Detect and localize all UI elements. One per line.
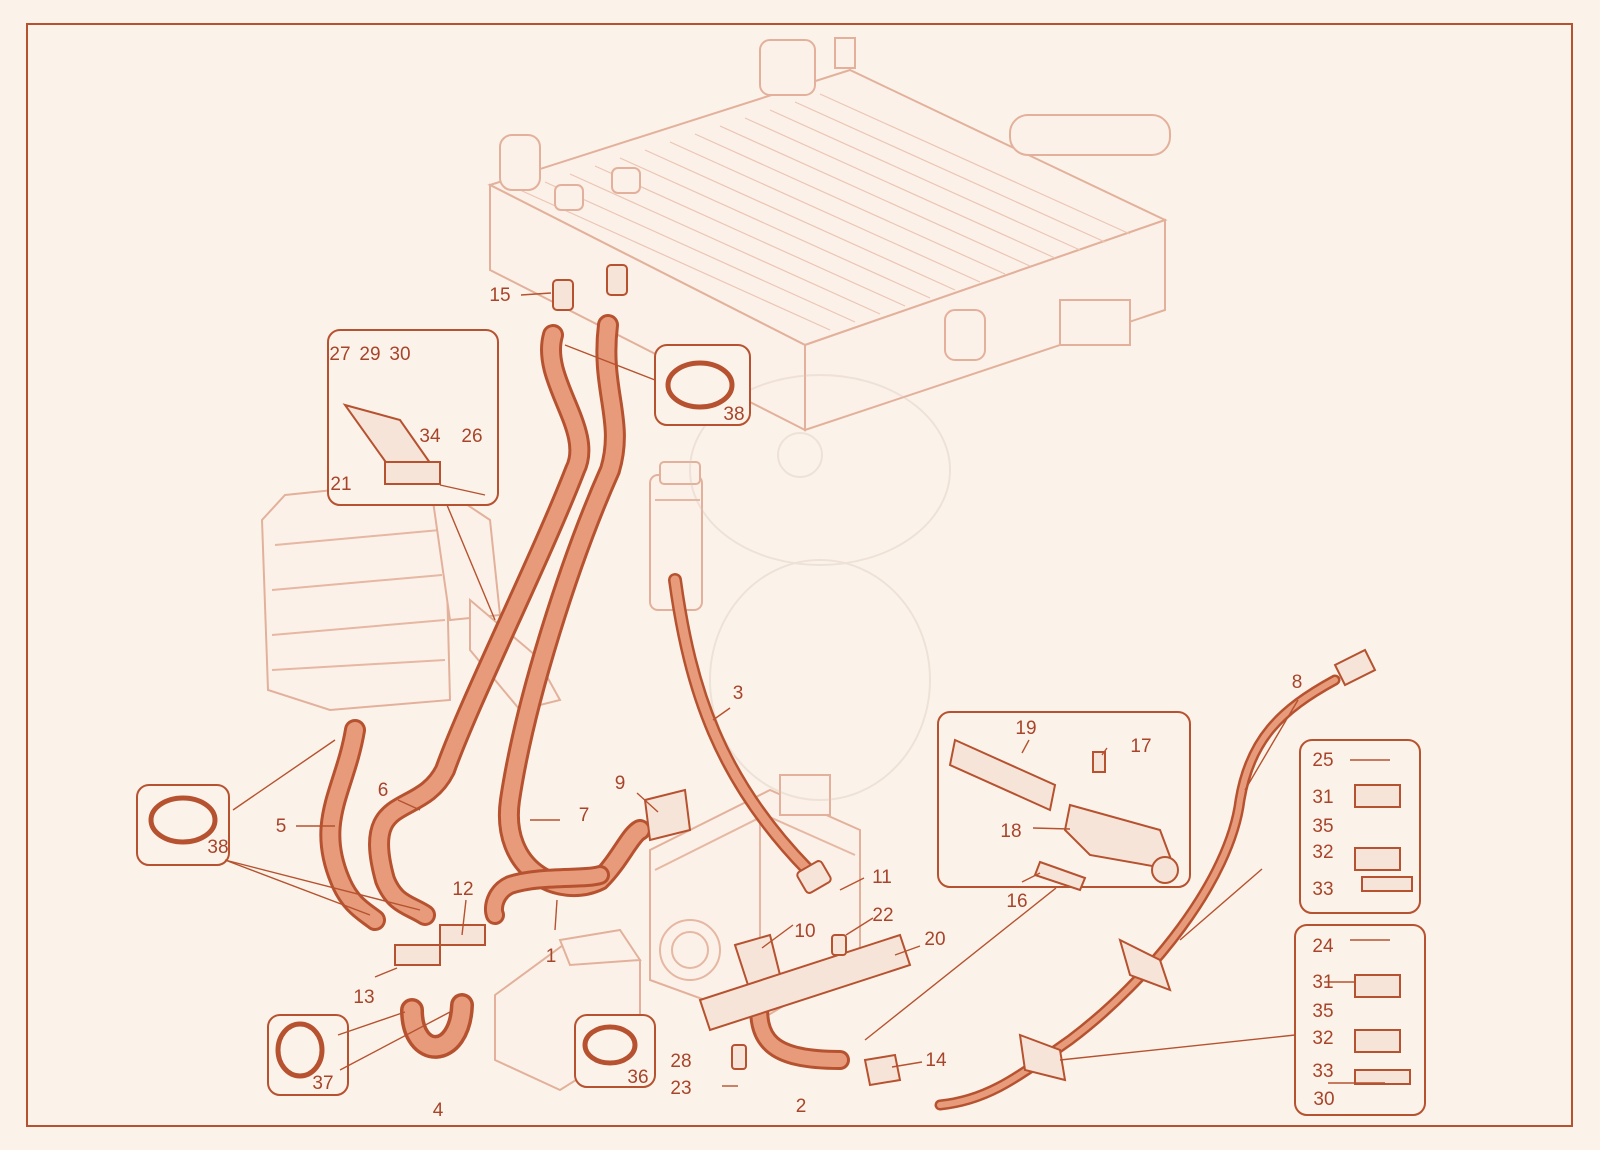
- detail-box-clip-top: [1299, 739, 1421, 914]
- frame-border: [26, 23, 1573, 1127]
- callout-11: 11: [872, 867, 892, 888]
- hose-set: [319, 314, 1341, 1111]
- callout-20: 20: [924, 929, 945, 950]
- callout-5: 5: [276, 816, 287, 837]
- callout-13: 13: [353, 987, 374, 1008]
- callout-14: 14: [925, 1050, 947, 1071]
- callout-28: 28: [670, 1051, 691, 1072]
- radiator-ghost: [487, 37, 1171, 432]
- callout-17: 17: [1130, 736, 1151, 757]
- callout-23: 23: [670, 1078, 691, 1099]
- callout-7: 7: [579, 805, 590, 826]
- callout-29: 29: [359, 344, 380, 365]
- reservoir-tank-ghost: [260, 477, 562, 712]
- callout-37: 37: [312, 1073, 333, 1094]
- callout-25: 25: [1312, 750, 1333, 771]
- callout-32-bottom: 32: [1312, 1028, 1333, 1049]
- callout-15: 15: [489, 285, 510, 306]
- callout-31-bottom: 31: [1312, 972, 1333, 993]
- callout-21: 21: [330, 474, 351, 495]
- mascot-watermark: [689, 374, 951, 801]
- callout-33-bottom: 33: [1312, 1061, 1333, 1082]
- callout-35-top: 35: [1312, 816, 1333, 837]
- leader-lines: [224, 292, 1390, 1087]
- callout-32-top: 32: [1312, 842, 1333, 863]
- callout-19: 19: [1015, 718, 1036, 739]
- callout-22: 22: [872, 905, 893, 926]
- detail-box-valve: [937, 711, 1191, 892]
- filter-ghost: [649, 461, 703, 611]
- detail-box-clamp-37: [267, 1014, 349, 1096]
- callout-38-left: 38: [207, 837, 228, 858]
- callout-9: 9: [615, 773, 626, 794]
- callout-27: 27: [329, 344, 350, 365]
- callout-10: 10: [794, 921, 815, 942]
- detail-box-clamp-top: [654, 344, 751, 426]
- callout-24: 24: [1312, 936, 1334, 957]
- detail-box-bracket: [327, 329, 499, 506]
- callout-1: 1: [546, 946, 557, 967]
- callout-34: 34: [419, 426, 441, 447]
- callout-12: 12: [452, 879, 473, 900]
- control-valve-ghost: [649, 774, 861, 1022]
- callout-8: 8: [1292, 672, 1303, 693]
- callout-30-clip: 30: [1313, 1089, 1334, 1110]
- callout-6: 6: [378, 780, 389, 801]
- callout-31-top: 31: [1312, 787, 1333, 808]
- detail-box-clip-bottom: [1294, 924, 1426, 1116]
- detail-box-clamp-left: [136, 784, 230, 866]
- callout-26: 26: [461, 426, 482, 447]
- callout-35-bottom: 35: [1312, 1001, 1333, 1022]
- detail-box-clamp-36: [574, 1014, 656, 1088]
- callout-30-bracket: 30: [389, 344, 410, 365]
- callout-36: 36: [627, 1067, 648, 1088]
- callout-labels: 1 2 3 4 5 6 7 8 9 10 11 12 13 14 15 16 1…: [207, 285, 1334, 1121]
- fittings: [394, 264, 1377, 1087]
- callout-2: 2: [796, 1096, 807, 1117]
- callout-18: 18: [1000, 821, 1021, 842]
- callout-4: 4: [433, 1100, 444, 1121]
- callout-16: 16: [1006, 891, 1027, 912]
- callout-38-top: 38: [723, 404, 744, 425]
- callout-3: 3: [733, 683, 744, 704]
- callout-33-top: 33: [1312, 879, 1333, 900]
